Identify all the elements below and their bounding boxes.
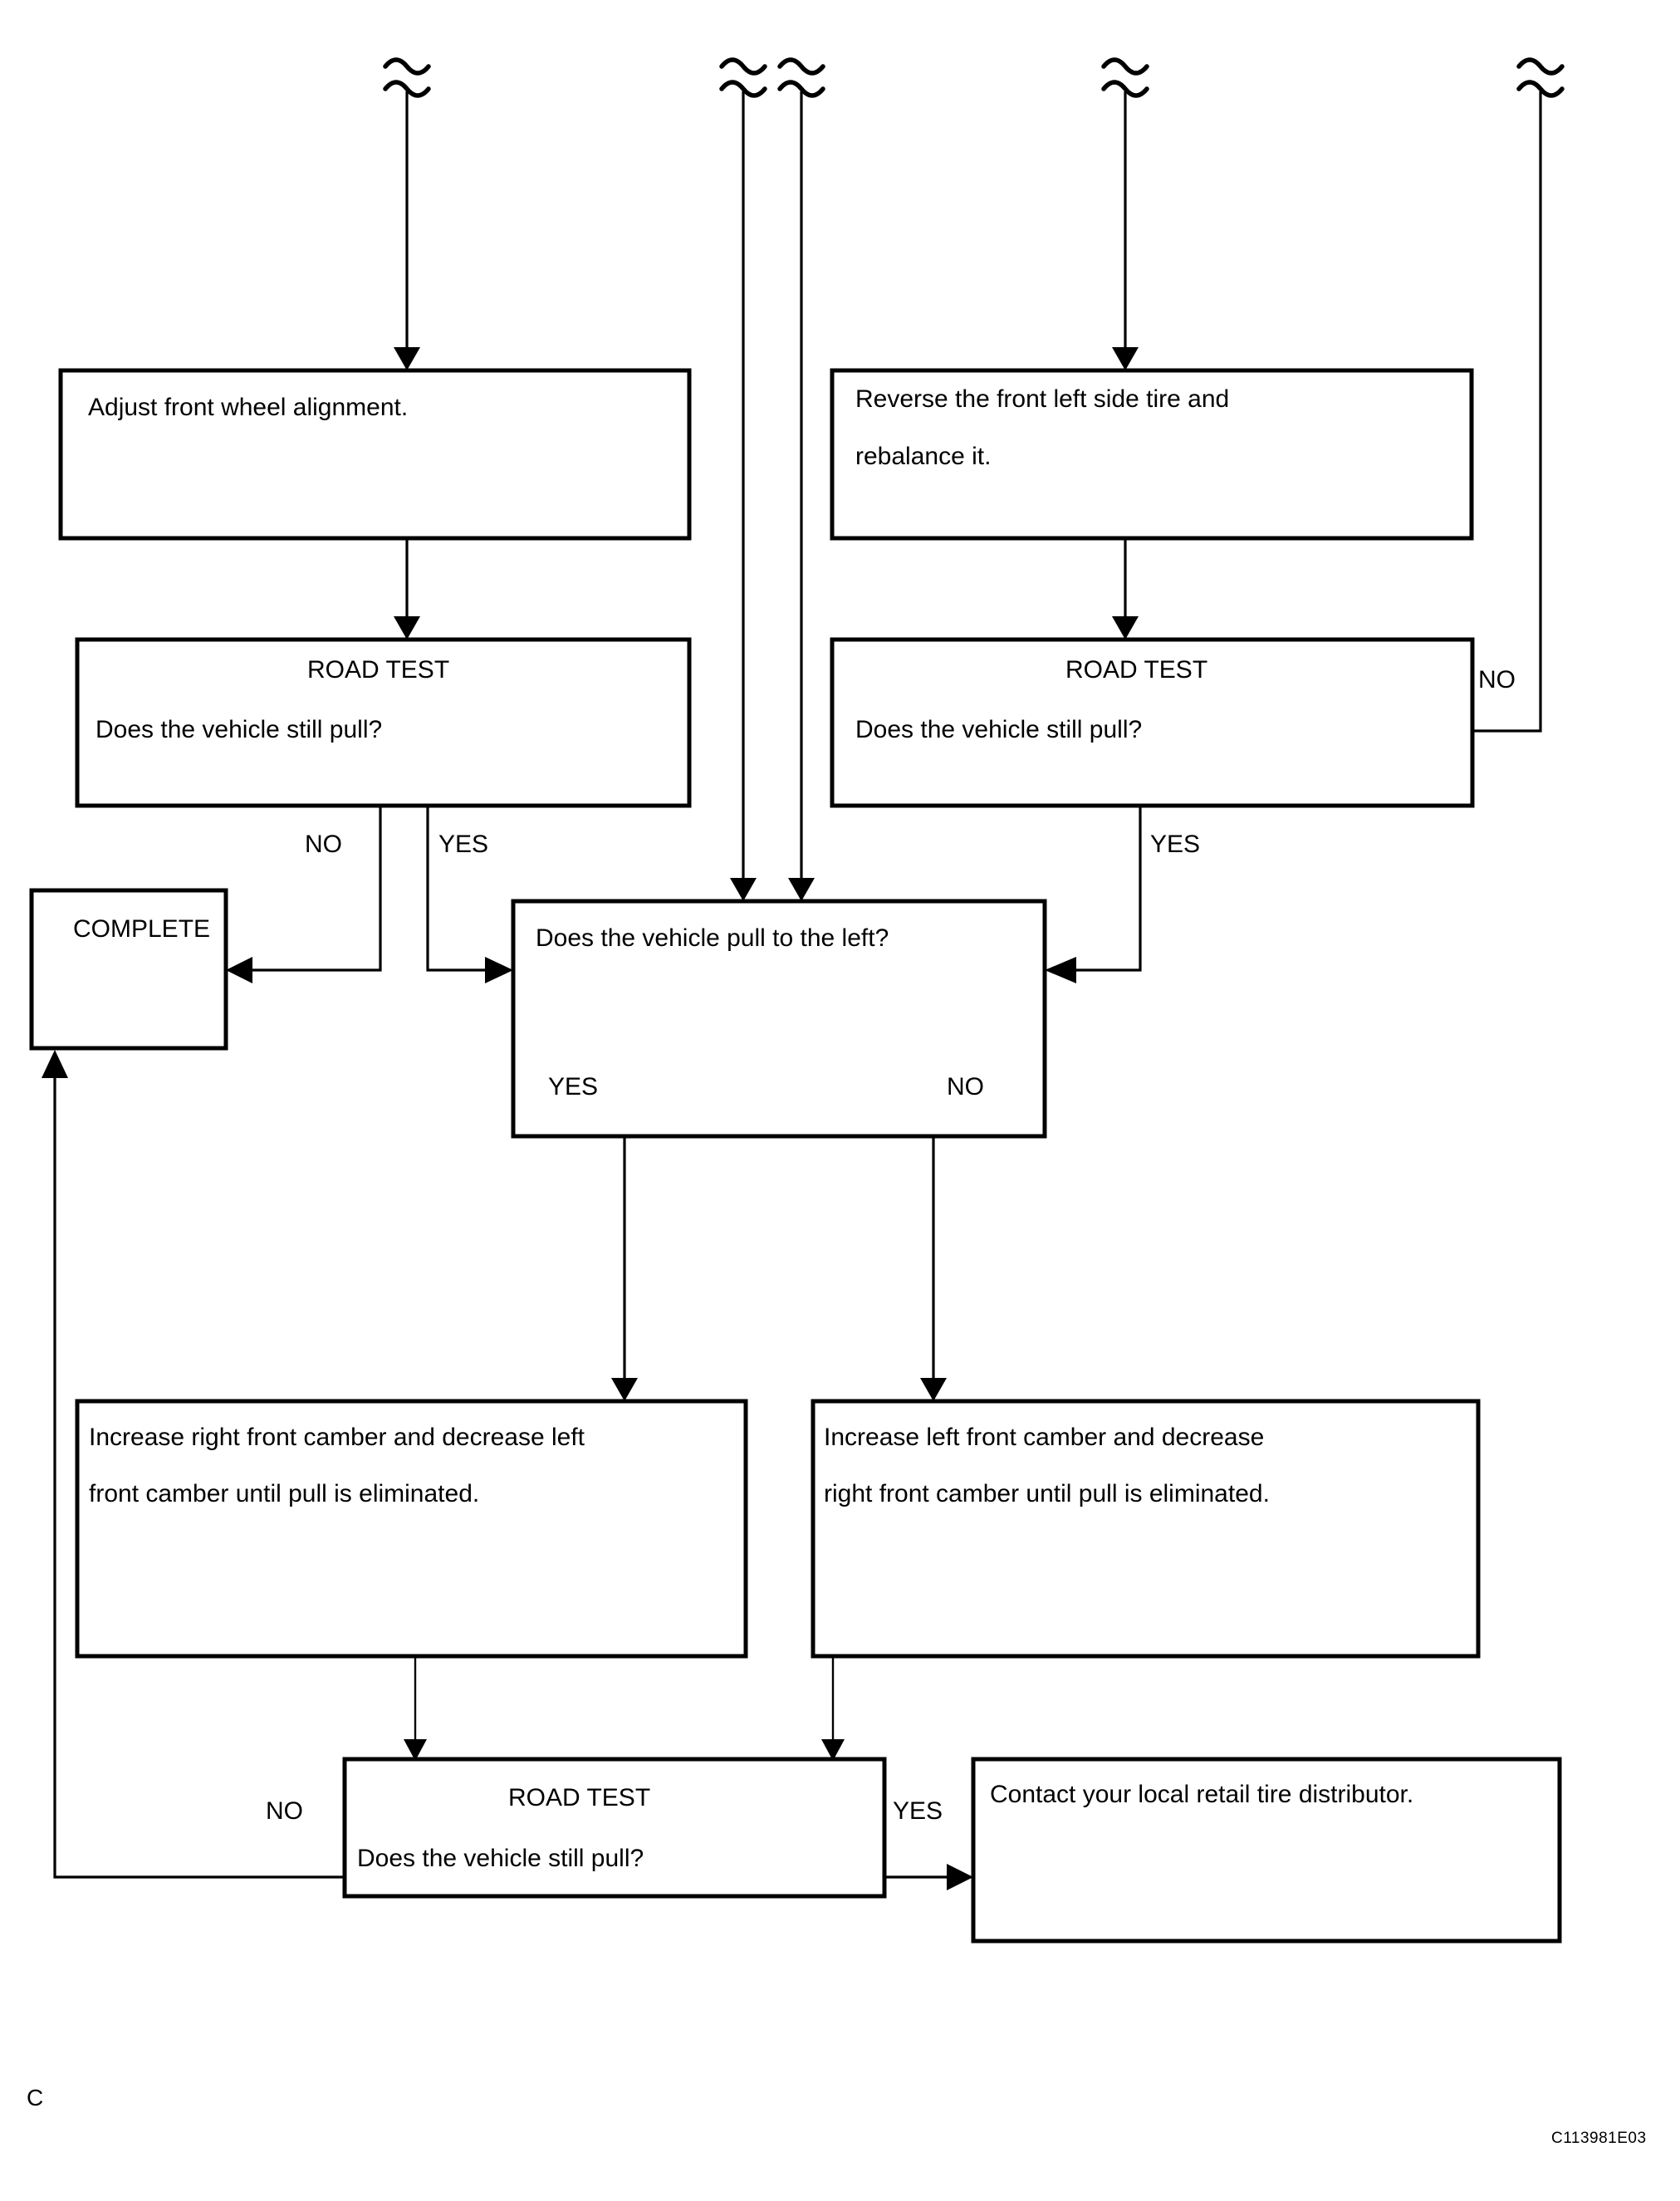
- node-road-test-bottom-question: Does the vehicle still pull?: [357, 1845, 644, 1872]
- node-reverse-front-left-tire[interactable]: [830, 368, 1474, 541]
- node-road-test-bottom-heading: ROAD TEST: [508, 1784, 650, 1811]
- edge-label-road-test-bottom-yes: YES: [893, 1797, 943, 1825]
- squiggle-break-icon-5: [1516, 57, 1565, 98]
- page-marker-c: C: [27, 2085, 43, 2110]
- node-complete[interactable]: [29, 888, 228, 1051]
- edge-label-road-test-right-yes: YES: [1150, 831, 1200, 858]
- node-camber-left-line-1: Increase left front camber and decrease: [824, 1424, 1264, 1451]
- node-road-test-right[interactable]: [830, 637, 1475, 808]
- node-road-test-right-question: Does the vehicle still pull?: [855, 716, 1142, 743]
- node-road-test-left-heading: ROAD TEST: [307, 656, 449, 684]
- node-adjust-front-wheel-alignment[interactable]: [58, 368, 692, 541]
- node-complete-label: COMPLETE: [73, 915, 210, 943]
- squiggle-break-icon-3: [777, 57, 825, 98]
- edge-road-test-left-yes-to-pull-left: [426, 806, 513, 983]
- node-camber-right-line-2: front camber until pull is eliminated.: [89, 1480, 479, 1507]
- node-reverse-tire-line-2: rebalance it.: [855, 443, 991, 470]
- edge-label-road-test-left-no: NO: [305, 831, 342, 858]
- node-contact-distributor-line-1: Contact your local retail tire distribut…: [990, 1781, 1413, 1808]
- node-camber-left-line-2: right front camber until pull is elimina…: [824, 1480, 1270, 1507]
- node-camber-right-line-1: Increase right front camber and decrease…: [89, 1424, 585, 1451]
- squiggle-break-icon-4: [1101, 57, 1149, 98]
- edge-camber-left-to-road-test-bottom: [821, 1656, 845, 1761]
- node-road-test-right-heading: ROAD TEST: [1065, 656, 1207, 684]
- node-adjust-alignment-line-1: Adjust front wheel alignment.: [88, 394, 408, 421]
- node-road-test-left-question: Does the vehicle still pull?: [96, 716, 382, 743]
- edge-pull-left-yes-to-camber-right: [611, 1136, 638, 1401]
- edge-label-road-test-bottom-no: NO: [266, 1797, 303, 1825]
- edge-road-test-right-yes-to-pull-left: [1045, 806, 1142, 983]
- edge-adjust-alignment-to-road-test-left: [394, 538, 420, 640]
- squiggle-break-icon-2: [719, 57, 767, 98]
- edge-label-pull-left-no: NO: [947, 1073, 984, 1100]
- node-increase-left-front-camber[interactable]: [811, 1399, 1481, 1659]
- edge-road-test-bottom-yes-to-contact: [884, 1864, 973, 1890]
- squiggle-break-icon-1: [383, 57, 431, 98]
- edge-pull-left-no-to-camber-left: [920, 1136, 947, 1401]
- edge-entry-to-pull-left-b: [788, 91, 815, 901]
- edge-entry-to-reverse-tire: [1112, 91, 1139, 370]
- node-contact-tire-distributor[interactable]: [971, 1757, 1562, 1944]
- edge-entry-to-adjust-alignment: [394, 91, 420, 370]
- edge-road-test-left-no-to-complete: [226, 806, 382, 983]
- diagram-reference-code: C113981E03: [1551, 2130, 1647, 2147]
- edge-reverse-tire-to-road-test-right: [1112, 538, 1139, 640]
- edge-label-pull-left-yes: YES: [548, 1073, 598, 1100]
- edge-entry-to-pull-left-a: [730, 91, 757, 901]
- node-increase-right-front-camber[interactable]: [75, 1399, 748, 1659]
- node-road-test-left[interactable]: [75, 637, 692, 808]
- node-reverse-tire-line-1: Reverse the front left side tire and: [855, 385, 1229, 413]
- edge-camber-right-to-road-test-bottom: [404, 1656, 427, 1761]
- edge-road-test-bottom-no-to-complete: [42, 1050, 345, 1879]
- edge-label-road-test-right-no: NO: [1478, 666, 1516, 694]
- node-pull-left-question: Does the vehicle pull to the left?: [536, 924, 889, 952]
- node-does-vehicle-pull-to-left[interactable]: [511, 899, 1047, 1139]
- edge-label-road-test-left-yes: YES: [438, 831, 488, 858]
- node-road-test-bottom[interactable]: [342, 1757, 887, 1899]
